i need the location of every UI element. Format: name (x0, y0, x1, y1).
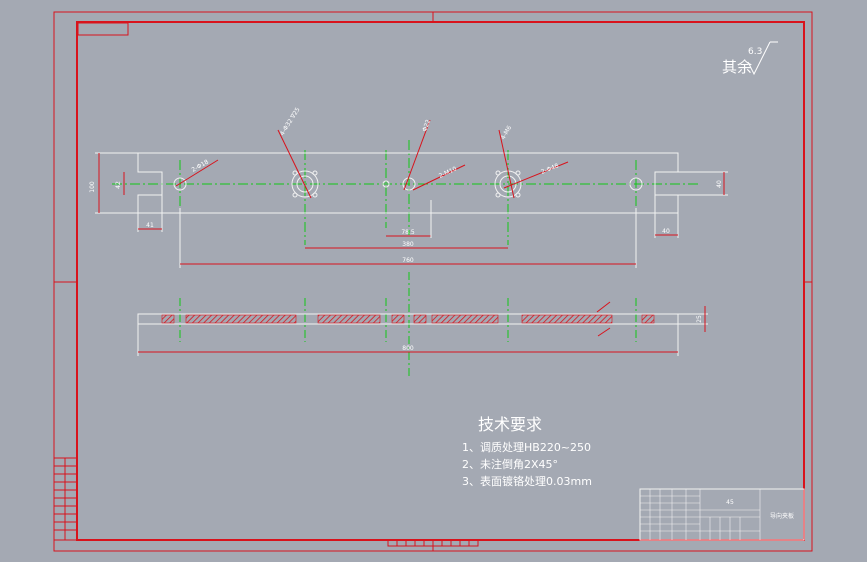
dim-overall-height: 100 (89, 181, 96, 193)
hole-right-big-inner (499, 175, 517, 193)
plan-callout-texts: 2-Φ18 4-Φ32 ∇25 Φ22 2-M10 4-M6 2-Φ48 (191, 106, 560, 180)
plan-callout-leaders (175, 119, 569, 199)
dim-span-mid: 380 (402, 241, 414, 248)
surface-finish-value: 6.3 (748, 47, 762, 57)
section-centerlines (179, 272, 637, 378)
dim-slot-height-right: 40 (716, 180, 723, 188)
dim-slot-width-right: 40 (662, 228, 670, 235)
section-outline (137, 313, 679, 325)
dim-center-small: 78.5 (401, 229, 415, 236)
hole-left-big-inner (296, 175, 314, 193)
surface-finish-label: 其余 (722, 58, 752, 76)
callout-center-right: 2-M10 (438, 165, 458, 179)
tech-requirement-3: 3、表面镀铬处理0.03mm (462, 474, 592, 488)
dim-slot-width-left: 41 (146, 222, 154, 229)
callout-left-big-hole: 4-Φ32 ∇25 (279, 106, 302, 137)
title-block-frame (639, 488, 805, 541)
section-dimension-lines (137, 301, 708, 356)
hole-left (173, 177, 187, 191)
section-view: 800 25 (137, 272, 708, 378)
tech-requirement-1: 1、调质处理HB220~250 (462, 441, 591, 454)
callout-right-thread: 4-M6 (500, 124, 514, 141)
drawing-number-box (77, 22, 129, 36)
plan-view: 100 42 41 40 40 78.5 380 760 2-Φ18 4-Φ32… (89, 106, 728, 268)
title-block-part-name: 导向夹板 (770, 512, 794, 520)
plan-holes (173, 170, 643, 198)
dim-overall-length: 800 (402, 345, 414, 352)
hole-left-big-outer (291, 170, 319, 198)
hole-center-small (382, 180, 390, 188)
hole-right (629, 177, 643, 191)
title-block: 45 导向夹板 (639, 488, 805, 541)
inner-border (76, 21, 805, 541)
dim-slot-height-left: 42 (115, 181, 122, 189)
plate-outline (137, 152, 679, 214)
callout-center-hole: Φ22 (421, 119, 432, 133)
callout-right-big: 2-Φ48 (540, 162, 560, 175)
tech-requirements-title: 技术要求 (478, 415, 542, 434)
section-dimension-texts: 800 25 (402, 315, 703, 352)
outer-border (53, 11, 813, 552)
scale-ruler (387, 539, 479, 547)
tech-requirement-2: 2、未注倒角2X45° (462, 457, 558, 471)
plan-dimension-texts: 100 42 41 40 40 78.5 380 760 (89, 180, 723, 264)
sheet-frame (53, 11, 813, 552)
tech-requirements: 技术要求 1、调质处理HB220~250 2、未注倒角2X45° 3、表面镀铬处… (462, 415, 592, 488)
section-hatch (161, 314, 655, 324)
dim-thickness: 25 (696, 315, 703, 323)
title-block-material: 45 (726, 499, 734, 506)
dim-span-outer: 760 (402, 257, 414, 264)
hole-center (402, 177, 416, 191)
surface-finish-symbol: 其余 6.3 (722, 41, 778, 76)
plan-dimension-lines (95, 152, 728, 268)
